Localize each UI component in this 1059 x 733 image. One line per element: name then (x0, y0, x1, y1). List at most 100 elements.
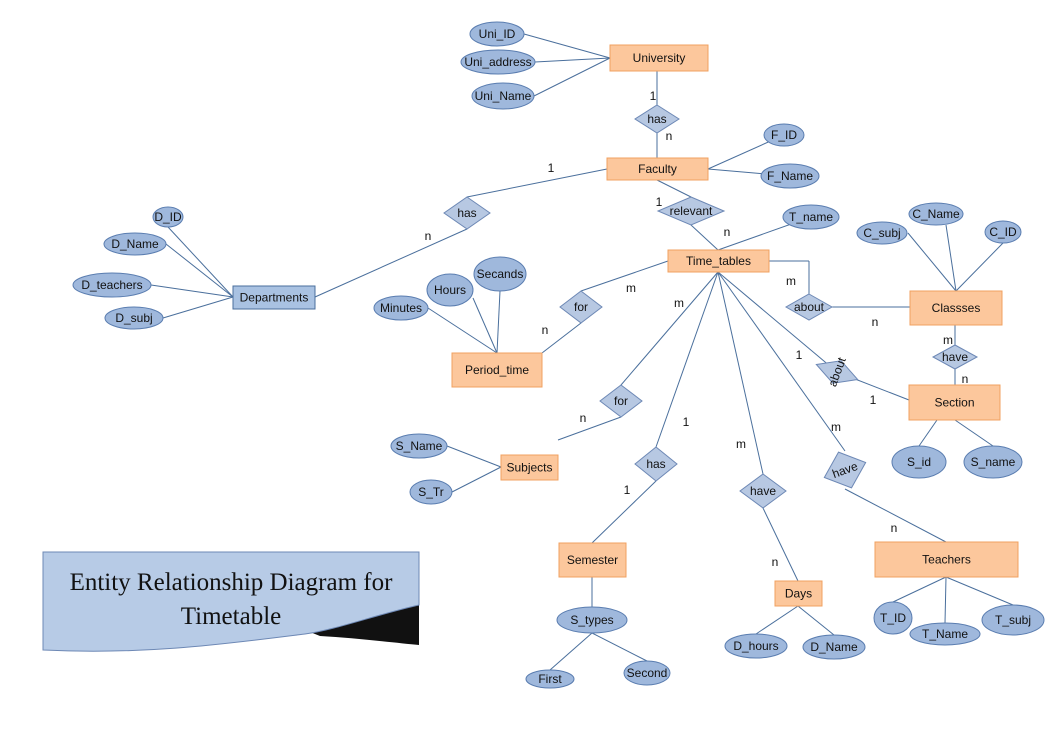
attribute-ellipse (873, 601, 913, 635)
entity-semester: Semester (558, 542, 627, 578)
relationship-diamond (443, 196, 491, 230)
attribute-c-subj: C_subj (856, 221, 908, 245)
attribute-s-name-sec: S_name (963, 445, 1023, 479)
connector-line (314, 228, 468, 298)
attribute-ellipse (981, 604, 1045, 636)
relationship-rel-fac-dept: has (443, 196, 491, 230)
attribute-label: F_Name (767, 169, 813, 183)
attribute-t-name-tt: T_name (782, 204, 840, 230)
connector-line (150, 284, 234, 298)
cardinality-label: 1 (683, 415, 690, 429)
attribute-ellipse (724, 633, 788, 659)
attribute-label: C_subj (863, 226, 900, 240)
entity-label: Faculty (638, 162, 677, 176)
relationship-label: for (614, 394, 628, 408)
attribute-label: T_Name (922, 627, 968, 641)
cardinality-label: 1 (870, 393, 877, 407)
attribute-label: Uni_address (464, 55, 531, 69)
connector-line (162, 296, 234, 319)
connector-line (717, 271, 846, 452)
entity-time-tables: Time_tables (667, 249, 770, 273)
attribute-second: Second (623, 660, 671, 686)
connector-line (797, 605, 835, 636)
entity-faculty: Faculty (606, 157, 709, 181)
entity-period-time: Period_time (451, 352, 543, 388)
attribute-secands: Secands (473, 256, 527, 292)
attribute-ellipse (763, 123, 805, 147)
connector-line (580, 260, 669, 292)
entity-label: Teachers (922, 553, 971, 567)
attribute-ellipse (525, 669, 575, 689)
cardinality-label: n (542, 323, 549, 337)
attribute-label: T_name (789, 210, 833, 224)
connector-line (717, 271, 838, 373)
connector-line (591, 480, 657, 544)
connector-line (591, 632, 648, 662)
entity-box (558, 542, 627, 578)
relationship-diamond (784, 293, 834, 321)
entity-departments: Departments (232, 285, 316, 310)
attribute-s-id: S_id (891, 445, 947, 479)
entity-box (500, 454, 559, 481)
relationship-rel-tt-subj: for (599, 384, 643, 418)
entity-label: Section (934, 396, 974, 410)
attribute-ellipse (469, 21, 525, 47)
relationship-diamond (634, 446, 678, 482)
connector-line (523, 33, 611, 59)
diagram-shapes: UniversityFacultyDepartmentsTime_tablesC… (72, 21, 1045, 689)
connector-line (844, 488, 947, 543)
entity-label: Semester (567, 553, 618, 567)
attribute-label: Minutes (380, 301, 422, 315)
connector-line (907, 232, 957, 292)
entity-box (451, 352, 543, 388)
attribute-ellipse (426, 273, 474, 307)
attribute-d-id: D_ID (152, 206, 184, 228)
attribute-label: Hours (434, 283, 466, 297)
attribute-f-name: F_Name (760, 163, 820, 189)
attribute-ellipse (623, 660, 671, 686)
cardinality-label: m (626, 281, 636, 295)
attribute-s-name-subj: S_Name (390, 433, 448, 459)
attribute-label: S_id (907, 455, 931, 469)
attribute-label: C_ID (989, 225, 1017, 239)
entity-box (908, 384, 1001, 421)
attribute-c-name: C_Name (908, 202, 964, 226)
attribute-hours: Hours (426, 273, 474, 307)
attribute-ellipse (760, 163, 820, 189)
relationship-rel-class-sec: have (931, 344, 979, 370)
attribute-uni-address: Uni_address (460, 49, 536, 75)
attribute-label: S_Name (396, 439, 443, 453)
cardinality-label: n (891, 521, 898, 535)
attribute-ellipse (103, 232, 167, 256)
entity-label: Subjects (506, 461, 552, 475)
attribute-ellipse (409, 479, 453, 505)
entity-teachers: Teachers (874, 541, 1019, 578)
attribute-ellipse (909, 622, 981, 646)
attribute-label: First (538, 672, 562, 686)
attribute-ellipse (473, 256, 527, 292)
connector-line (557, 416, 622, 441)
connector-line (446, 445, 502, 468)
entity-label: Days (785, 587, 812, 601)
diagram-title-line1: Entity Relationship Diagram for (70, 569, 394, 596)
attribute-label: C_Name (912, 207, 960, 221)
connector-line (945, 576, 1014, 606)
connector-line (690, 224, 719, 251)
attribute-s-types: S_types (556, 606, 628, 634)
attribute-ellipse (152, 206, 184, 228)
attribute-ellipse (72, 272, 152, 298)
attribute-ellipse (984, 220, 1022, 244)
entity-box (667, 249, 770, 273)
connector-line (427, 307, 498, 354)
attribute-t-subj: T_subj (981, 604, 1045, 636)
cardinality-label: m (736, 437, 746, 451)
connector-line (496, 290, 501, 354)
attribute-label: D_teachers (81, 278, 142, 292)
attribute-f-id: F_ID (763, 123, 805, 147)
connector-line (472, 297, 498, 354)
cardinality-label: 1 (796, 348, 803, 362)
attribute-ellipse (104, 306, 164, 330)
entity-box (774, 580, 823, 607)
connector-line (549, 632, 593, 671)
cardinality-label: 1 (656, 195, 663, 209)
